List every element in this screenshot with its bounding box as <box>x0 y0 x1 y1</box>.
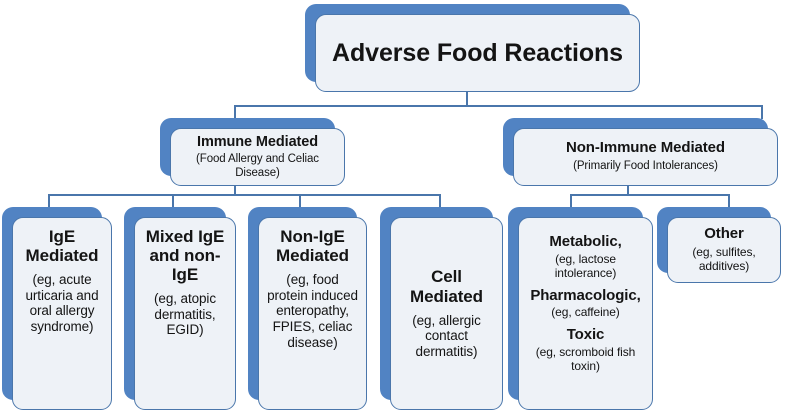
node-title: Cell Mediated <box>410 267 483 306</box>
node-subtitle: (eg, food protein induced enteropathy, F… <box>267 272 358 350</box>
node-card: Mixed IgE and non-IgE (eg, atopic dermat… <box>134 217 236 410</box>
node-ige-mediated[interactable]: IgE Mediated (eg, acute urticaria and or… <box>2 207 112 410</box>
node-subtitle: (eg, atopic dermatitis, EGID) <box>154 291 216 338</box>
node-subtitle: (eg, acute urticaria and oral allergy sy… <box>25 272 99 335</box>
node-cell-mediated[interactable]: Cell Mediated (eg, allergic contact derm… <box>380 207 503 410</box>
connector-drop-non-immune <box>761 105 763 119</box>
connector-non-immune-bus <box>570 194 730 196</box>
node-title: Non-Immune Mediated <box>566 139 725 157</box>
node-card: Other (eg, sulfites, additives) <box>667 217 781 283</box>
node-other[interactable]: Other (eg, sulfites, additives) <box>657 207 781 283</box>
connector-drop-ige <box>48 194 50 208</box>
node-non-ige-mediated[interactable]: Non-IgE Mediated (eg, food protein induc… <box>248 207 367 410</box>
node-subtitle: (Primarily Food Intolerances) <box>573 160 718 173</box>
node-card: Non-IgE Mediated (eg, food protein induc… <box>258 217 367 410</box>
node-immune-mediated[interactable]: Immune Mediated (Food Allergy and Celiac… <box>160 118 345 186</box>
node-subtitle: (eg, allergic contact dermatitis) <box>412 312 481 359</box>
connector-root-bus <box>234 105 763 107</box>
node-adverse-food-reactions[interactable]: Adverse Food Reactions <box>305 4 640 92</box>
node-card: Immune Mediated (Food Allergy and Celiac… <box>170 128 345 186</box>
node-mixed-ige-and-non-ige[interactable]: Mixed IgE and non-IgE (eg, atopic dermat… <box>124 207 236 410</box>
node-subtitle: (Food Allergy and Celiac Disease) <box>196 153 319 179</box>
node-non-immune-mediated[interactable]: Non-Immune Mediated (Primarily Food Into… <box>503 118 778 186</box>
connector-drop-immune <box>234 105 236 119</box>
node-title: Non-IgE Mediated <box>276 227 349 266</box>
node-title-metabolic: Metabolic, <box>549 233 622 250</box>
connector-drop-other <box>728 194 730 208</box>
connector-immune-stem <box>234 186 236 194</box>
connector-drop-metabolic <box>570 194 572 208</box>
node-card: Cell Mediated (eg, allergic contact derm… <box>390 217 503 410</box>
connector-immune-bus <box>48 194 441 196</box>
node-subtitle-toxic: (eg, scromboid fish toxin) <box>535 345 636 374</box>
node-title: Immune Mediated <box>197 134 318 151</box>
node-title: Adverse Food Reactions <box>332 39 623 67</box>
node-metabolic-pharmacologic-toxic[interactable]: Metabolic, (eg, lactose intolerance) Pha… <box>508 207 653 410</box>
node-title: Other <box>704 225 744 243</box>
node-subtitle: (eg, sulfites, additives) <box>692 244 756 273</box>
node-subtitle-metabolic: (eg, lactose intolerance) <box>554 251 617 280</box>
node-title-toxic: Toxic <box>566 326 605 344</box>
node-subtitle-pharmacologic: (eg, caffeine) <box>551 305 620 320</box>
node-card: IgE Mediated (eg, acute urticaria and or… <box>12 217 112 410</box>
node-card: Adverse Food Reactions <box>315 14 640 92</box>
connector-drop-cell <box>439 194 441 208</box>
connector-drop-mixed <box>172 194 174 208</box>
connector-non-immune-stem <box>627 186 629 194</box>
node-title: Mixed IgE and non-IgE <box>145 227 225 285</box>
node-title: IgE Mediated <box>25 227 99 266</box>
node-card: Non-Immune Mediated (Primarily Food Into… <box>513 128 778 186</box>
node-title-pharmacologic: Pharmacologic, <box>530 286 641 304</box>
connector-root-stem <box>466 92 468 106</box>
connector-drop-non-ige <box>299 194 301 208</box>
node-card: Metabolic, (eg, lactose intolerance) Pha… <box>518 217 653 410</box>
